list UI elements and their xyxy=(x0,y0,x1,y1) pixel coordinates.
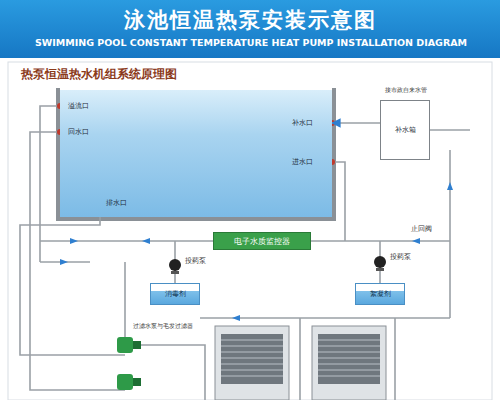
subtitle: SWIMMING POOL CONSTANT TEMPERATURE HEAT … xyxy=(0,37,500,48)
pipe-connector xyxy=(332,122,380,124)
frame xyxy=(8,62,492,400)
chemical-tank: 消毒剂 xyxy=(150,283,200,305)
title-banner xyxy=(0,0,500,58)
chemical-tank: 絮凝剂 xyxy=(355,283,405,305)
pipe-label: 接市政自来水管 xyxy=(384,86,428,95)
pool: 溢流口回水口 补水口进水口排水口 xyxy=(60,90,332,217)
water-tank: 补水箱 xyxy=(380,100,430,160)
outlet-label: 排水口 xyxy=(106,198,127,208)
pipes xyxy=(20,88,470,400)
node-label: 补水箱 xyxy=(395,125,416,135)
node-label: 电子水质监控器 xyxy=(234,236,290,247)
pump-label: 投药泵 xyxy=(389,252,412,262)
title: 泳池恒温热泵安装示意图 xyxy=(0,6,500,34)
pump-label: 过滤水泵与毛发过滤器 xyxy=(132,322,194,331)
node-label: 絮凝剂 xyxy=(370,289,391,299)
node-label: 消毒剂 xyxy=(165,289,186,299)
pump-label: 投药泵 xyxy=(184,256,207,266)
outlet-label: 溢流口 xyxy=(68,101,89,111)
filter-pump xyxy=(117,337,141,390)
valve-label: 止回阀 xyxy=(410,224,433,234)
outlet-label: 进水口 xyxy=(292,157,313,167)
outlet-label: 回水口 xyxy=(68,127,89,137)
dosing-pump xyxy=(169,256,386,274)
section-title: 热泵恒温热水机组系统原理图 xyxy=(20,66,178,83)
outlet-label: 补水口 xyxy=(292,118,313,128)
water-quality-monitor: 电子水质监控器 xyxy=(213,232,311,250)
heat-pump-unit xyxy=(215,326,386,400)
